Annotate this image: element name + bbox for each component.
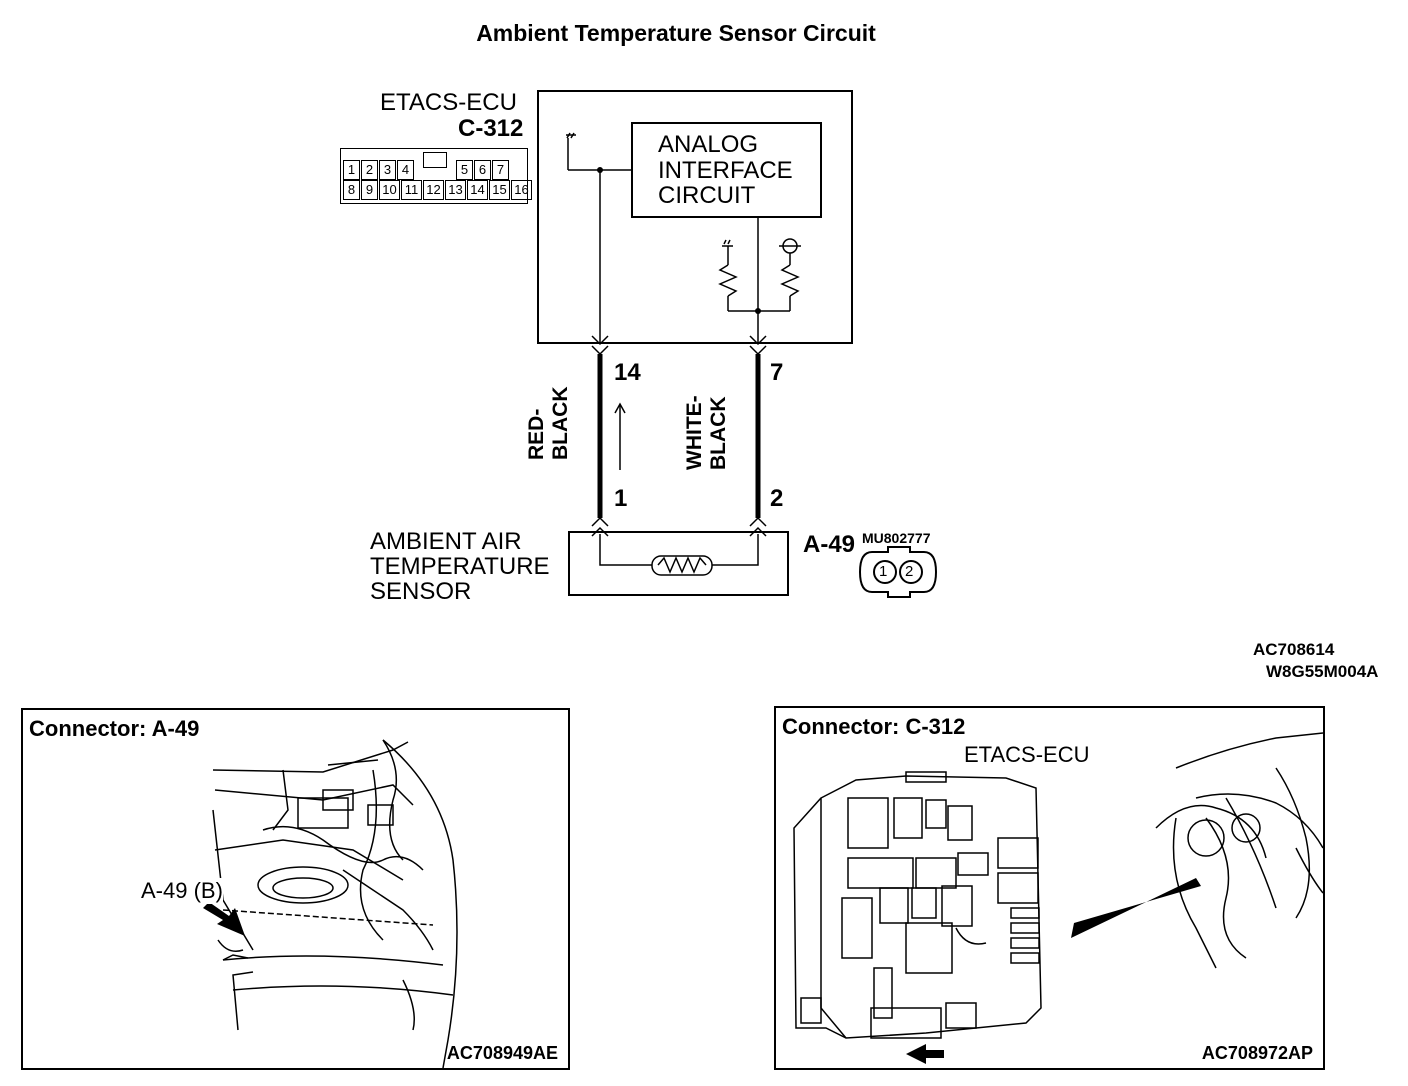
interface-line: INTERFACE (658, 157, 793, 184)
pin: 3 (379, 160, 396, 180)
pin: 12 (423, 180, 444, 200)
ecu-connector-id: C-312 (458, 115, 524, 142)
connector-pin: 1 (879, 563, 888, 580)
interface-line: ANALOG (658, 131, 759, 158)
ecu-connector-pinout: 1 2 3 4 5 6 7 8 9 10 11 12 13 14 15 16 (340, 148, 532, 204)
resistor-pulldown (718, 239, 790, 312)
panel-title: Connector: A-49 (29, 716, 200, 741)
pin: 2 (361, 160, 378, 180)
sensor-name-line: AMBIENT AIR (370, 528, 522, 555)
sensor-connector-face (858, 546, 938, 598)
pin: 6 (474, 160, 491, 180)
ground-symbol (566, 132, 576, 170)
sensor-pin-label: 1 (614, 485, 628, 512)
engine-bay-illustration (203, 739, 458, 1068)
ecu-box (537, 90, 853, 344)
resistor-pullup (779, 238, 801, 311)
pin: 14 (467, 180, 488, 200)
panel-subtitle: ETACS-ECU (964, 742, 1090, 767)
reference-code: W8G55M004A (1266, 662, 1379, 681)
pin: 5 (456, 160, 473, 180)
sensor-name-line: TEMPERATURE (370, 553, 550, 580)
ecu-illustration (793, 732, 1323, 1064)
pin: 15 (489, 180, 510, 200)
callout-label: A-49 (B) (141, 878, 223, 904)
pin: 13 (445, 180, 466, 200)
panel-title: Connector: C-312 (782, 714, 966, 739)
pointer-wedge (1071, 878, 1201, 938)
pin: 1 (343, 160, 360, 180)
current-arrow (614, 402, 626, 470)
part-number: MU802777 (862, 530, 931, 546)
ecu-pin-label: 7 (770, 359, 784, 386)
ecu-name: ETACS-ECU (380, 89, 517, 116)
pin: 10 (379, 180, 400, 200)
pin: 7 (492, 160, 509, 180)
diagram-code: AC708614 (1253, 640, 1335, 659)
sensor-box (568, 531, 789, 596)
connector-a49-panel: Connector: A-49 (21, 708, 570, 1070)
sensor-connector-id: A-49 (803, 531, 856, 558)
pin: 16 (511, 180, 532, 200)
sensor-terminal-marks (591, 516, 767, 537)
ecu-terminal-marks (591, 335, 767, 356)
pin: 11 (401, 180, 422, 200)
location-arrow (203, 902, 245, 936)
sensor-pin-label: 2 (770, 485, 784, 512)
sensor-name-line: SENSOR (370, 578, 472, 605)
diagram-title: Ambient Temperature Sensor Circuit (476, 20, 876, 46)
pin: 8 (343, 180, 360, 200)
circuit-schematic (537, 90, 938, 598)
ecu-pin-label: 14 (614, 359, 641, 386)
thermistor (599, 534, 759, 576)
pin: 9 (361, 180, 378, 200)
wire-color-label: WHITE-BLACK (683, 395, 730, 470)
pin: 4 (397, 160, 414, 180)
connector-c312-panel: Connector: C-312 ETACS-ECU (774, 706, 1325, 1070)
panel-code: AC708972AP (1201, 1043, 1313, 1063)
connector-pin: 2 (905, 563, 914, 580)
connector-latch (415, 152, 455, 178)
panel-code: AC708949AE (446, 1043, 558, 1063)
wire-color-label: RED-BLACK (525, 386, 572, 461)
location-arrow (906, 1044, 944, 1064)
interface-line: CIRCUIT (658, 182, 756, 209)
